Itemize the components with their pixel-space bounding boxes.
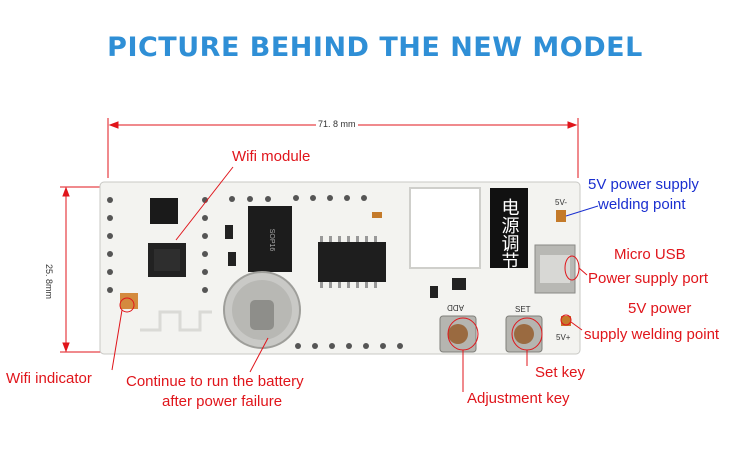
battery-label-line2: after power failure [162,393,283,410]
add-silkscreen: ADD [447,303,464,312]
power-5v-bottom-label-line1: 5V power [628,300,692,317]
power-5v-bottom-label-line2: supply welding point [584,326,720,343]
callout-lines [111,166,588,392]
callout-line-blue [565,205,599,217]
width-dimension: 71. 8 mm [316,119,358,129]
micro-usb-label-line2: Power supply port [588,270,709,287]
vertical-board-text: 电源调节 [499,198,520,270]
power-5v-top-label-line2: welding point [598,196,686,213]
power-5v-top-label-line1: 5V power supply [588,176,699,193]
micro-usb-label-line1: Micro USB [614,246,686,263]
height-dimension: 25. 8mm [44,262,54,302]
pin-5v-minus: 5V- [555,198,567,207]
pin-5v-plus: 5V+ [556,333,571,342]
set-key-label: Set key [535,364,586,381]
battery-label-line1: Continue to run the battery [126,373,304,390]
adjustment-key-label: Adjustment key [467,390,570,407]
chip-label: SOP16 [268,229,275,252]
wifi-module-label: Wifi module [232,148,311,165]
set-silkscreen: SET [515,305,531,314]
page-title: PICTURE BEHIND THE NEW MODEL [107,32,643,63]
pcb-board: SOP16 电源调节 5V- [99,181,581,355]
wifi-indicator-label: Wifi indicator [6,370,92,387]
